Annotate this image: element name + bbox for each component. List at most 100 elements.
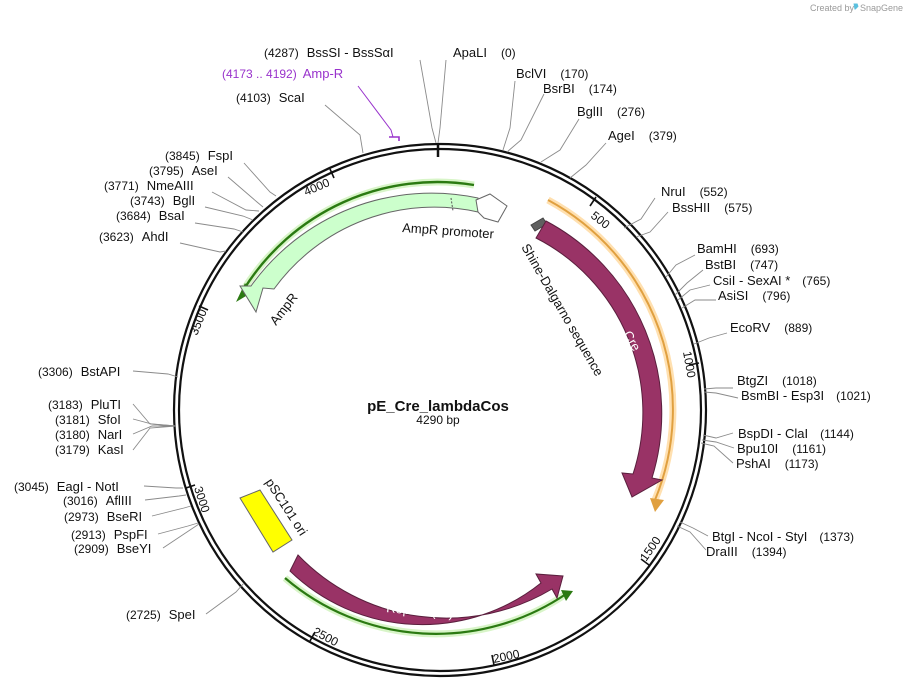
site-bseyi[interactable]: (2909)BseYI bbox=[74, 541, 151, 556]
snapgene-logo-icon bbox=[853, 3, 859, 10]
site-apali[interactable]: ApaLI(0) bbox=[453, 45, 516, 60]
rep-primer-arrowhead bbox=[561, 590, 573, 601]
feature-rep101[interactable]: Rep101(Ts) bbox=[289, 554, 564, 626]
tick-label: 1000 bbox=[680, 350, 698, 379]
leader-asisi bbox=[681, 299, 716, 309]
site-bglii[interactable]: BglII(276) bbox=[577, 104, 645, 119]
feature-psc101-ori[interactable]: pSC101 ori bbox=[239, 475, 311, 553]
rep101-label: Rep101(Ts) bbox=[386, 600, 454, 621]
rep101-arrow[interactable] bbox=[289, 554, 564, 626]
leader-sfoi bbox=[132, 418, 177, 427]
site-scai[interactable]: (4103)ScaI bbox=[236, 90, 305, 105]
leader-pspfi bbox=[157, 522, 199, 535]
site-agei[interactable]: AgeI(379) bbox=[608, 128, 677, 143]
site-bstapi[interactable]: (3306)BstAPI bbox=[38, 364, 120, 379]
site-bsmbi[interactable]: BsmBI - Esp3I(1021) bbox=[741, 388, 871, 403]
ampr-arrow[interactable] bbox=[239, 192, 479, 314]
plasmid-length: 4290 bp bbox=[416, 413, 460, 427]
leader-bamhi bbox=[665, 254, 696, 278]
leader-pluti bbox=[132, 403, 177, 427]
plasmid-name: pE_Cre_lambdaCos bbox=[367, 398, 509, 415]
leader-bseyi bbox=[162, 523, 200, 549]
leader-bclvi bbox=[502, 80, 516, 151]
leader-scai bbox=[324, 104, 364, 154]
site-pluti[interactable]: (3183)PluTI bbox=[48, 397, 121, 412]
leader-pshai bbox=[700, 442, 734, 464]
leader-btgi bbox=[679, 521, 709, 537]
site-bsai[interactable]: (3684)BsaI bbox=[116, 208, 185, 223]
leader-kasi bbox=[132, 425, 177, 451]
site-bgli[interactable]: (3743)BglI bbox=[130, 193, 195, 208]
site-pspfi[interactable]: (2913)PspFI bbox=[71, 527, 148, 542]
site-drui[interactable]: NruI(552) bbox=[661, 184, 728, 199]
site-fspi[interactable]: (3845)FspI bbox=[165, 148, 233, 163]
ampr-promoter-arrow[interactable] bbox=[475, 193, 508, 223]
site-asisi[interactable]: AsiSI(796) bbox=[718, 288, 790, 303]
site-nmeaiii[interactable]: (3771)NmeAIII bbox=[104, 178, 194, 193]
leader-apali bbox=[437, 59, 447, 144]
snapgene-credit: Created by SnapGene bbox=[810, 3, 903, 13]
site-btgi[interactable]: BtgI - NcoI - StyI(1373) bbox=[712, 529, 854, 544]
site-bspdi[interactable]: BspDI - ClaI(1144) bbox=[738, 426, 854, 441]
leader-bstapi bbox=[132, 370, 179, 378]
site-bclvi[interactable]: BclVI(170) bbox=[516, 66, 588, 81]
leader-drui bbox=[623, 197, 656, 229]
amp-r-annotation[interactable] bbox=[357, 85, 400, 141]
site-nari[interactable]: (3180)NarI bbox=[55, 427, 122, 442]
site-btgzi[interactable]: BtgZI(1018) bbox=[737, 373, 817, 388]
site-ecorv[interactable]: EcoRV(889) bbox=[730, 320, 812, 335]
site-spei[interactable]: (2725)SpeI bbox=[126, 607, 195, 622]
leader-bgli bbox=[204, 206, 254, 221]
site-asei[interactable]: (3795)AseI bbox=[149, 163, 218, 178]
primer-annotations bbox=[236, 178, 677, 638]
restriction-site-labels: (4287)BssSI - BssSαI ApaLI(0) (4173 .. 4… bbox=[14, 45, 871, 622]
site-sfoi[interactable]: (3181)SfoI bbox=[55, 412, 121, 427]
leader-bsai bbox=[194, 222, 244, 233]
site-bamhi[interactable]: BamHI(693) bbox=[697, 241, 779, 256]
leader-bsrbi bbox=[506, 93, 545, 153]
site-bseri[interactable]: (2973)BseRI bbox=[64, 509, 142, 524]
rep-primer-line bbox=[284, 577, 567, 635]
credit-prefix: Created by bbox=[810, 3, 855, 13]
leader-ecorv bbox=[693, 332, 728, 345]
tick-mark bbox=[491, 654, 495, 666]
site-kasi[interactable]: (3179)KasI bbox=[55, 442, 124, 457]
site-ahdi[interactable]: (3623)AhdI bbox=[99, 229, 168, 244]
ampr-label: AmpR bbox=[267, 290, 301, 328]
leader-fspi bbox=[243, 162, 277, 197]
leader-bstbi bbox=[674, 269, 704, 296]
site-amp-r[interactable]: (4173 .. 4192)Amp-R bbox=[222, 66, 343, 81]
tick-mark bbox=[309, 631, 316, 642]
leader-nmeaiii bbox=[211, 191, 260, 212]
site-bstbi[interactable]: BstBI(747) bbox=[705, 257, 778, 272]
site-draiii[interactable]: DraIII(1394) bbox=[706, 544, 786, 559]
cre-primer-line bbox=[547, 199, 674, 501]
cre-arrow[interactable] bbox=[535, 220, 664, 498]
leader-bsmbi bbox=[703, 391, 739, 399]
site-afliii[interactable]: (3016)AflIII bbox=[63, 493, 132, 508]
site-pshai[interactable]: PshAI(1173) bbox=[736, 456, 818, 471]
site-bpu10i[interactable]: Bpu10I(1161) bbox=[737, 441, 826, 456]
leader-nari bbox=[132, 425, 176, 435]
site-csii[interactable]: CsiI - SexAI *(765) bbox=[713, 273, 830, 288]
site-bsrbi[interactable]: BsrBI(174) bbox=[543, 81, 617, 96]
leader-bsshii bbox=[635, 211, 669, 238]
site-bsshii[interactable]: BssHII(575) bbox=[672, 200, 752, 215]
tick-mark bbox=[198, 305, 209, 311]
site-bsssi[interactable]: (4287)BssSI - BssSαI bbox=[264, 45, 394, 60]
leader-bseri bbox=[151, 505, 192, 517]
tick-mark bbox=[640, 558, 650, 566]
credit-brand: SnapGene bbox=[860, 3, 903, 13]
ampr-promoter-label: AmpR promoter bbox=[402, 220, 495, 241]
leader-csii bbox=[677, 284, 711, 301]
feature-ampr[interactable]: AmpR bbox=[239, 192, 479, 328]
leader-spei bbox=[205, 582, 245, 615]
leader-bsssi bbox=[419, 59, 437, 144]
site-eagi[interactable]: (3045)EagI - NotI bbox=[14, 479, 119, 494]
feature-ampr-promoter[interactable]: AmpR promoter bbox=[402, 193, 508, 241]
cre-primer-arrowhead bbox=[650, 498, 664, 512]
leader-btgzi bbox=[703, 387, 733, 390]
psc101-ori-block[interactable] bbox=[239, 489, 293, 553]
leader-bpu10i bbox=[701, 439, 735, 449]
